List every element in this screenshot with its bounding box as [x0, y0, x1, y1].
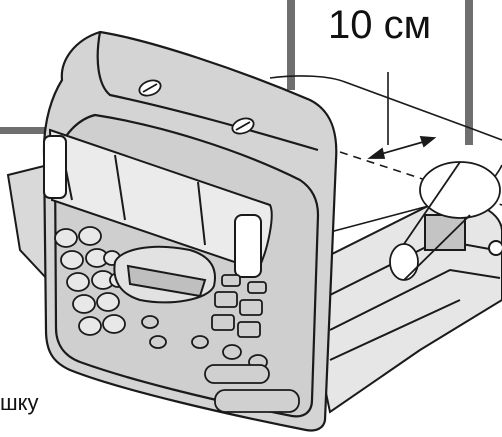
dimension-arrow	[367, 135, 437, 159]
lcd-display	[113, 245, 216, 304]
lid-clips	[138, 79, 255, 135]
function-buttons	[141, 274, 300, 413]
left-tray	[6, 163, 49, 283]
paper-roll	[389, 161, 501, 281]
callout-bar-side	[0, 127, 45, 134]
document-slot	[43, 128, 273, 278]
callout-bar-right	[465, 0, 473, 145]
partial-caption: шку	[0, 390, 39, 415]
dimension-label: 10 см	[328, 3, 432, 47]
paper-tray	[298, 200, 502, 414]
callout-bar-left	[287, 0, 295, 90]
